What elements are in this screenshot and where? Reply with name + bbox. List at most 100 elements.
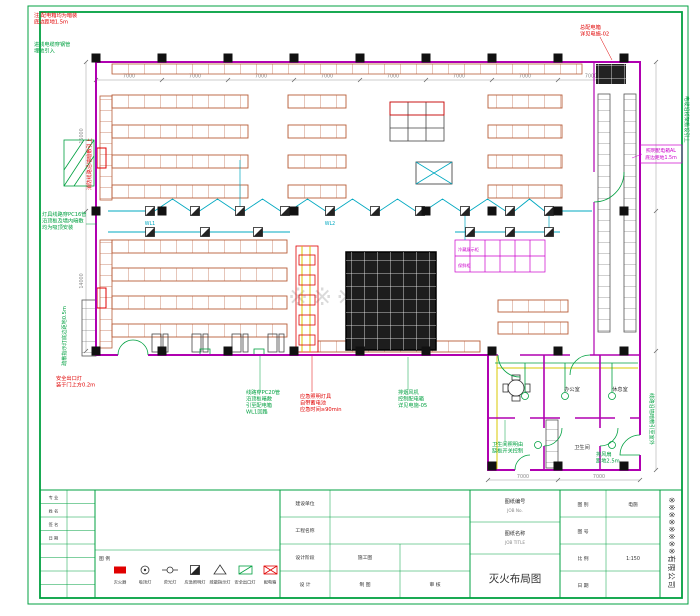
legend-labels: 灭火器 吸顶灯 荧光灯 应急照明灯 疏散指示灯 安全出口灯 配电箱 bbox=[114, 579, 277, 586]
owner-label: 建设单位 bbox=[295, 500, 314, 507]
door-opening bbox=[515, 467, 530, 473]
dim-value: 7000 bbox=[585, 74, 597, 80]
date-label: 日 期 bbox=[577, 583, 588, 589]
dim-value: 15000 bbox=[79, 128, 85, 143]
stage-label: 设计阶段 bbox=[295, 554, 314, 561]
sheet-meta: 图 别 电施 图 号 比 例 1:150 日 期 bbox=[577, 501, 639, 589]
sign-row-label: 签 名 bbox=[49, 521, 59, 528]
dim-value: 7000 bbox=[255, 74, 267, 80]
note-bottom-green-1: 线路穿PC20管 bbox=[246, 388, 280, 396]
rack-right-1 bbox=[597, 93, 611, 333]
type-value: 电施 bbox=[628, 501, 638, 508]
type-label: 图 别 bbox=[577, 501, 588, 508]
dim-value: 7000 bbox=[321, 74, 333, 80]
note-bottom-green-2: 控制配电箱 bbox=[398, 395, 424, 403]
legend-label: 配电箱 bbox=[264, 579, 277, 586]
note-bottom-red: 应急照明灯具 bbox=[300, 392, 331, 400]
room-label: 休息室 bbox=[612, 385, 628, 393]
note-top-left-red: 注:配电箱均为暗装 bbox=[34, 11, 77, 19]
dim-value: 7000 bbox=[453, 74, 465, 80]
round-table bbox=[502, 374, 531, 402]
sheet-frame bbox=[27, 5, 689, 605]
drawing-title: 灭火布局图 bbox=[489, 573, 542, 585]
company-name: ※※※※※※※※有限公司 bbox=[667, 497, 677, 589]
note-top-right-red: 总配电箱 bbox=[580, 23, 601, 31]
job-title-label-cn: 图纸名称 bbox=[505, 529, 526, 537]
job-no-label-en: JOB No. bbox=[506, 508, 523, 513]
circuit-label: WL2 bbox=[325, 221, 335, 227]
legend-label: 荧光灯 bbox=[164, 579, 177, 586]
note-left-green-vertical: 疏散指示灯底边距地0.5m bbox=[60, 306, 68, 366]
distribution-box-icon bbox=[263, 565, 278, 575]
green-circuit-rooms bbox=[495, 362, 638, 449]
note-bottom-green-1: 引至配电箱 bbox=[246, 401, 272, 409]
legend-label: 灭火器 bbox=[114, 580, 127, 586]
note-bottom-green-1: 沿顶板暗敷 bbox=[246, 395, 273, 403]
draw-label: 制 图 bbox=[359, 581, 370, 588]
panel-note-box bbox=[639, 144, 683, 164]
stair-core bbox=[345, 251, 437, 351]
note-left-red-vertical: 消防线路沿墙暗敷引上 bbox=[85, 138, 93, 190]
lobby-block bbox=[596, 64, 626, 84]
sign-row-label: 专 业 bbox=[49, 494, 59, 501]
dim-value: 7000 bbox=[517, 474, 529, 480]
wall-interior-v bbox=[543, 355, 601, 470]
note-top-left-green: 进线电缆穿钢管 bbox=[34, 40, 70, 48]
dim-value: 7000 bbox=[387, 74, 399, 80]
note-br-green-2: 排风扇 bbox=[596, 450, 612, 458]
island-table bbox=[415, 161, 453, 185]
note-bottom-red: 自带蓄电池 bbox=[300, 399, 326, 407]
dim-value: 7000 bbox=[123, 74, 135, 80]
note-left-red-bottom: 装于门上方0.2m bbox=[56, 381, 95, 389]
legend: 图 例 灭火器 吸顶灯 荧光灯 应急照明灯 疏散指示灯 安全出口灯 配电箱 bbox=[99, 555, 278, 586]
counter-label: 保鲜柜 bbox=[458, 262, 471, 269]
door-opening bbox=[637, 435, 643, 455]
room-label: 办公室 bbox=[564, 385, 580, 393]
note-br-green-1: 跷板开关控制 bbox=[492, 447, 523, 455]
shelf-block-f bbox=[497, 299, 569, 335]
legend-label: 吸顶灯 bbox=[139, 579, 152, 586]
note-br-green-2: 距地2.5m bbox=[596, 457, 620, 465]
check-label: 审 核 bbox=[429, 581, 440, 588]
job-no-label-cn: 图纸编号 bbox=[505, 497, 526, 505]
dim-value: 7000 bbox=[519, 74, 531, 80]
annotation-texts: 注:配电箱均为暗装 底边距地1.5m 进线电缆穿钢管 埋地引入 消防线路沿墙暗敷… bbox=[34, 11, 691, 465]
door-opening bbox=[118, 352, 148, 358]
scale-value: 1:150 bbox=[626, 556, 640, 562]
job-title-label-en: JOB TITLE bbox=[504, 540, 525, 545]
escalator-band bbox=[295, 245, 319, 353]
room-label: 卫生间 bbox=[574, 443, 590, 451]
ramp bbox=[63, 139, 95, 187]
note-left-green: 灯具线路穿PC16管 bbox=[42, 210, 86, 218]
legend-symbols bbox=[114, 564, 278, 575]
legend-title: 图 例 bbox=[99, 555, 110, 562]
dim-value: 7000 bbox=[189, 74, 201, 80]
note-bottom-green-2: 排烟风机 bbox=[398, 388, 420, 396]
shelf-strip-top bbox=[111, 63, 583, 75]
lighting-circuits bbox=[108, 160, 638, 470]
floor-plan bbox=[63, 63, 637, 469]
fresh-counter-grid bbox=[454, 239, 546, 273]
ceiling-light-icon bbox=[140, 565, 150, 575]
note-right-green-vertical: 电缆沿桥架敷设引上 bbox=[683, 96, 691, 143]
evacuation-sign-icon bbox=[213, 564, 227, 575]
dim-value: 7000 bbox=[593, 474, 605, 480]
shelf-block-d bbox=[487, 94, 563, 199]
shelf-block-a bbox=[111, 94, 249, 199]
sign-row-label: 日 期 bbox=[49, 536, 59, 542]
sign-table: 专 业 姓 名 签 名 日 期 bbox=[49, 494, 59, 542]
fluorescent-light-icon bbox=[162, 566, 178, 574]
note-right-magenta: 底边距地1.5m bbox=[645, 154, 677, 161]
note-left-red-bottom: 安全出口灯 bbox=[56, 374, 82, 382]
stage-value: 施工图 bbox=[358, 554, 373, 561]
counter-label: 冷藏展示柜 bbox=[458, 246, 479, 253]
leader-lines bbox=[86, 36, 643, 443]
sign-row-label: 姓 名 bbox=[49, 508, 59, 515]
cyan-circuit-branches bbox=[239, 160, 550, 240]
note-top-left-red: 底边距地1.5m bbox=[34, 18, 68, 26]
project-fields: 建设单位 工程名称 设计阶段 施工图 设 计 制 图 审 核 bbox=[295, 500, 440, 588]
shelf-block-b bbox=[287, 94, 347, 199]
note-bottom-red: 应急时间≥90min bbox=[300, 405, 341, 413]
